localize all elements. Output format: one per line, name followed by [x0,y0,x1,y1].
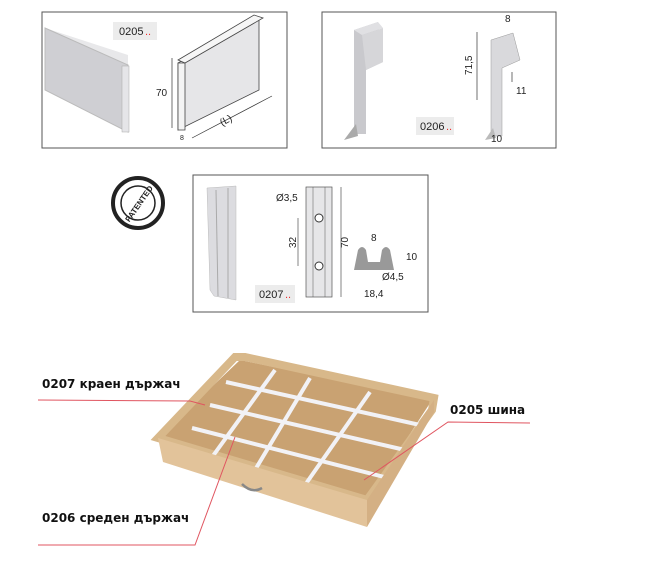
end-holder-dim-pitch: 32 [288,236,299,248]
rail-code-suffix: .. [145,26,151,38]
panel-end-holder-0207: Ø3,5 32 70 8 10 Ø4,5 18,4 0207 .. [192,174,429,313]
middle-holder-code: 0206 [420,121,444,133]
end-holder-dim-hole: Ø3,5 [276,193,298,204]
panel-middle-holder-0206: 8 71,5 11 10 0206 .. [321,11,557,149]
drawer-inner-floor [158,360,432,500]
end-holder-dim-height: 70 [340,236,351,248]
drawer-dividers [191,368,421,487]
end-holder-profile [354,247,394,270]
drawer-front [158,438,367,527]
end-holder-drawing [305,186,333,298]
callout-line-end-holder [37,399,206,406]
end-holder-photo [206,185,237,301]
middle-holder-dim-top: 8 [505,14,511,25]
end-holder-code: 0207 [259,289,283,301]
drawer-handle-icon [241,483,263,492]
end-holder-code-suffix: .. [285,289,291,301]
callout-middle-holder: 0206 среден държач [42,511,189,525]
rail-code: 0205 [119,26,143,38]
callout-end-holder: 0207 краен държач [42,377,181,391]
end-holder-dim-width: 18,4 [364,289,384,300]
middle-holder-code-suffix: .. [446,121,452,133]
callout-line-rail [363,421,531,481]
rail-dim-height: 70 [156,88,168,99]
middle-holder-dim-base: 10 [491,134,503,145]
end-holder-dim-depth: 10 [406,252,418,263]
middle-holder-dim-slot: 11 [516,86,527,97]
patented-stamp: PATENTED [111,176,165,230]
rail-dim-length: (L) [218,113,234,128]
callout-rail: 0205 шина [450,403,525,417]
rail-dim-thickness: 8 [180,135,184,142]
middle-holder-dim-height: 71,5 [464,55,475,75]
callout-line-middle-holder [38,436,236,546]
end-holder-dim-pin: Ø4,5 [382,272,404,283]
end-holder-dim-slot: 8 [371,233,377,244]
panel-rail-0205: 0205 .. 70 (L) 8 [41,11,288,149]
callouts: 0207 краен държач 0205 шина 0206 среден … [37,377,531,546]
drawer-with-dividers [150,353,439,527]
